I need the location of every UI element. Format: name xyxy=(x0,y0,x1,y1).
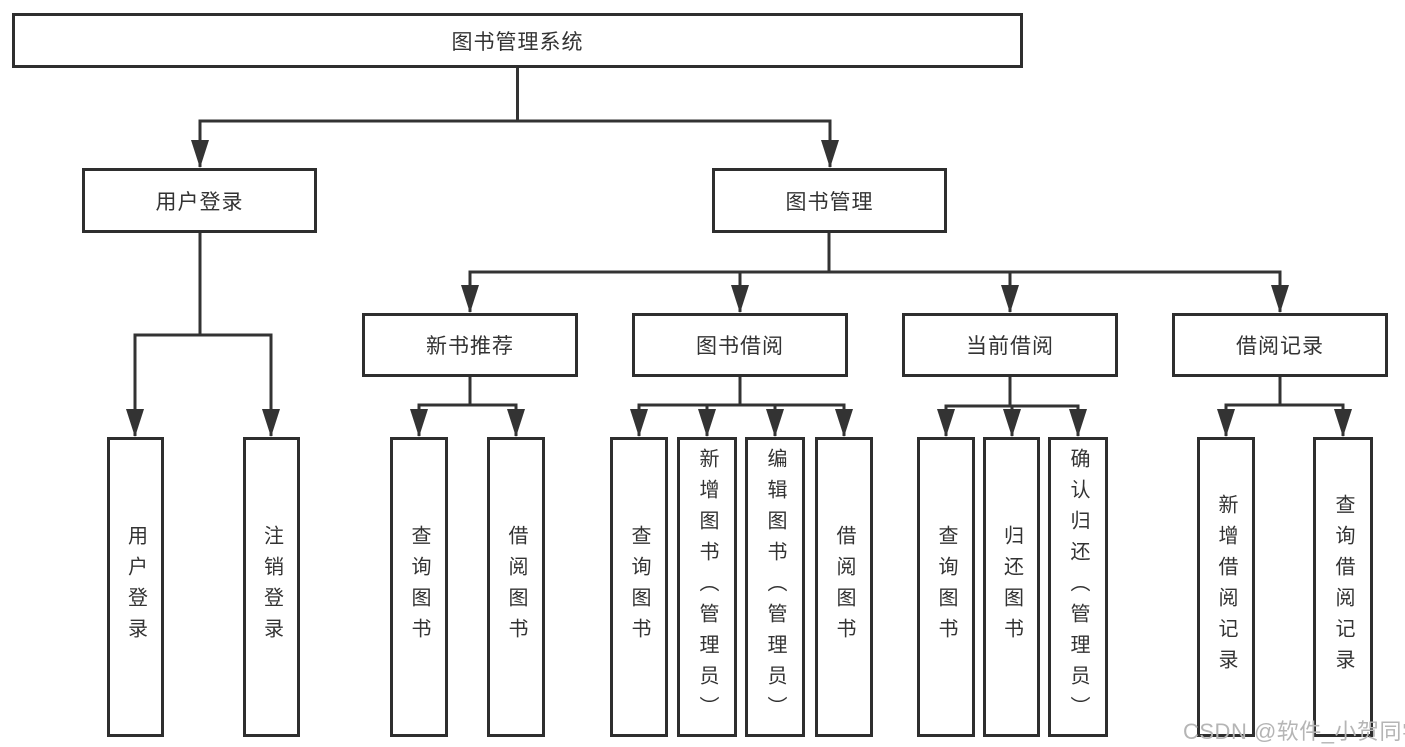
leaf-current-return-books-label: 归还图书 xyxy=(1000,525,1023,649)
leaf-newbooks-borrow-books: 借阅图书 xyxy=(487,437,545,737)
leaf-current-confirm-return-admin: 确认归还（管理员） xyxy=(1048,437,1108,737)
node-user-login: 用户登录 xyxy=(82,168,317,233)
leaf-records-add-record-label: 新增借阅记录 xyxy=(1215,494,1237,680)
leaf-newbooks-borrow-books-label: 借阅图书 xyxy=(505,525,527,649)
connector-current-borrow-to-leaves xyxy=(937,377,1087,437)
leaf-current-confirm-return-admin-label: 确认归还（管理员） xyxy=(1067,447,1089,727)
leaf-user-login-label: 用户登录 xyxy=(124,525,147,649)
leaf-records-query-record-label: 查询借阅记录 xyxy=(1332,494,1354,680)
leaf-borrow-query-books: 查询图书 xyxy=(610,437,668,737)
leaf-newbooks-query-books-label: 查询图书 xyxy=(408,525,430,649)
leaf-logout: 注销登录 xyxy=(243,437,300,737)
leaf-records-add-record: 新增借阅记录 xyxy=(1197,437,1255,737)
leaf-records-query-record: 查询借阅记录 xyxy=(1313,437,1373,737)
leaf-current-query-books: 查询图书 xyxy=(917,437,975,737)
connector-user-login-to-leaves xyxy=(126,233,280,437)
node-current-borrowing: 当前借阅 xyxy=(902,313,1118,377)
node-book-borrowing: 图书借阅 xyxy=(632,313,848,377)
node-root-label: 图书管理系统 xyxy=(451,30,584,54)
connector-book-borrow-to-leaves xyxy=(630,377,853,437)
leaf-borrow-add-books-admin: 新增图书（管理员） xyxy=(677,437,737,737)
node-current-borrowing-label: 当前借阅 xyxy=(966,335,1054,358)
leaf-current-query-books-label: 查询图书 xyxy=(935,525,957,649)
leaf-logout-label: 注销登录 xyxy=(260,525,283,649)
node-book-borrowing-label: 图书借阅 xyxy=(696,335,784,358)
node-borrowing-records: 借阅记录 xyxy=(1172,313,1388,377)
node-book-management-label: 图书管理 xyxy=(785,190,874,214)
connector-book-mgmt-to-level3 xyxy=(461,233,1289,313)
leaf-borrow-add-books-admin-label: 新增图书（管理员） xyxy=(696,447,718,727)
watermark: CSDN @软件_小贺同学 xyxy=(1183,719,1405,744)
connector-borrow-records-to-leaves xyxy=(1217,377,1352,437)
node-borrowing-records-label: 借阅记录 xyxy=(1236,335,1324,358)
node-user-login-label: 用户登录 xyxy=(155,190,244,214)
leaf-borrow-edit-books-admin-label: 编辑图书（管理员） xyxy=(764,447,786,727)
leaf-borrow-borrow-books: 借阅图书 xyxy=(815,437,873,737)
connector-new-books-to-leaves xyxy=(410,377,525,437)
leaf-borrow-edit-books-admin: 编辑图书（管理员） xyxy=(745,437,805,737)
leaf-borrow-query-books-label: 查询图书 xyxy=(628,525,650,649)
node-new-book-recommend: 新书推荐 xyxy=(362,313,578,377)
leaf-user-login: 用户登录 xyxy=(107,437,164,737)
leaf-borrow-borrow-books-label: 借阅图书 xyxy=(833,525,855,649)
node-new-book-recommend-label: 新书推荐 xyxy=(426,335,514,358)
node-root: 图书管理系统 xyxy=(12,13,1023,68)
node-book-management: 图书管理 xyxy=(712,168,947,233)
leaf-newbooks-query-books: 查询图书 xyxy=(390,437,448,737)
connector-root-to-level2 xyxy=(191,68,839,168)
leaf-current-return-books: 归还图书 xyxy=(983,437,1040,737)
